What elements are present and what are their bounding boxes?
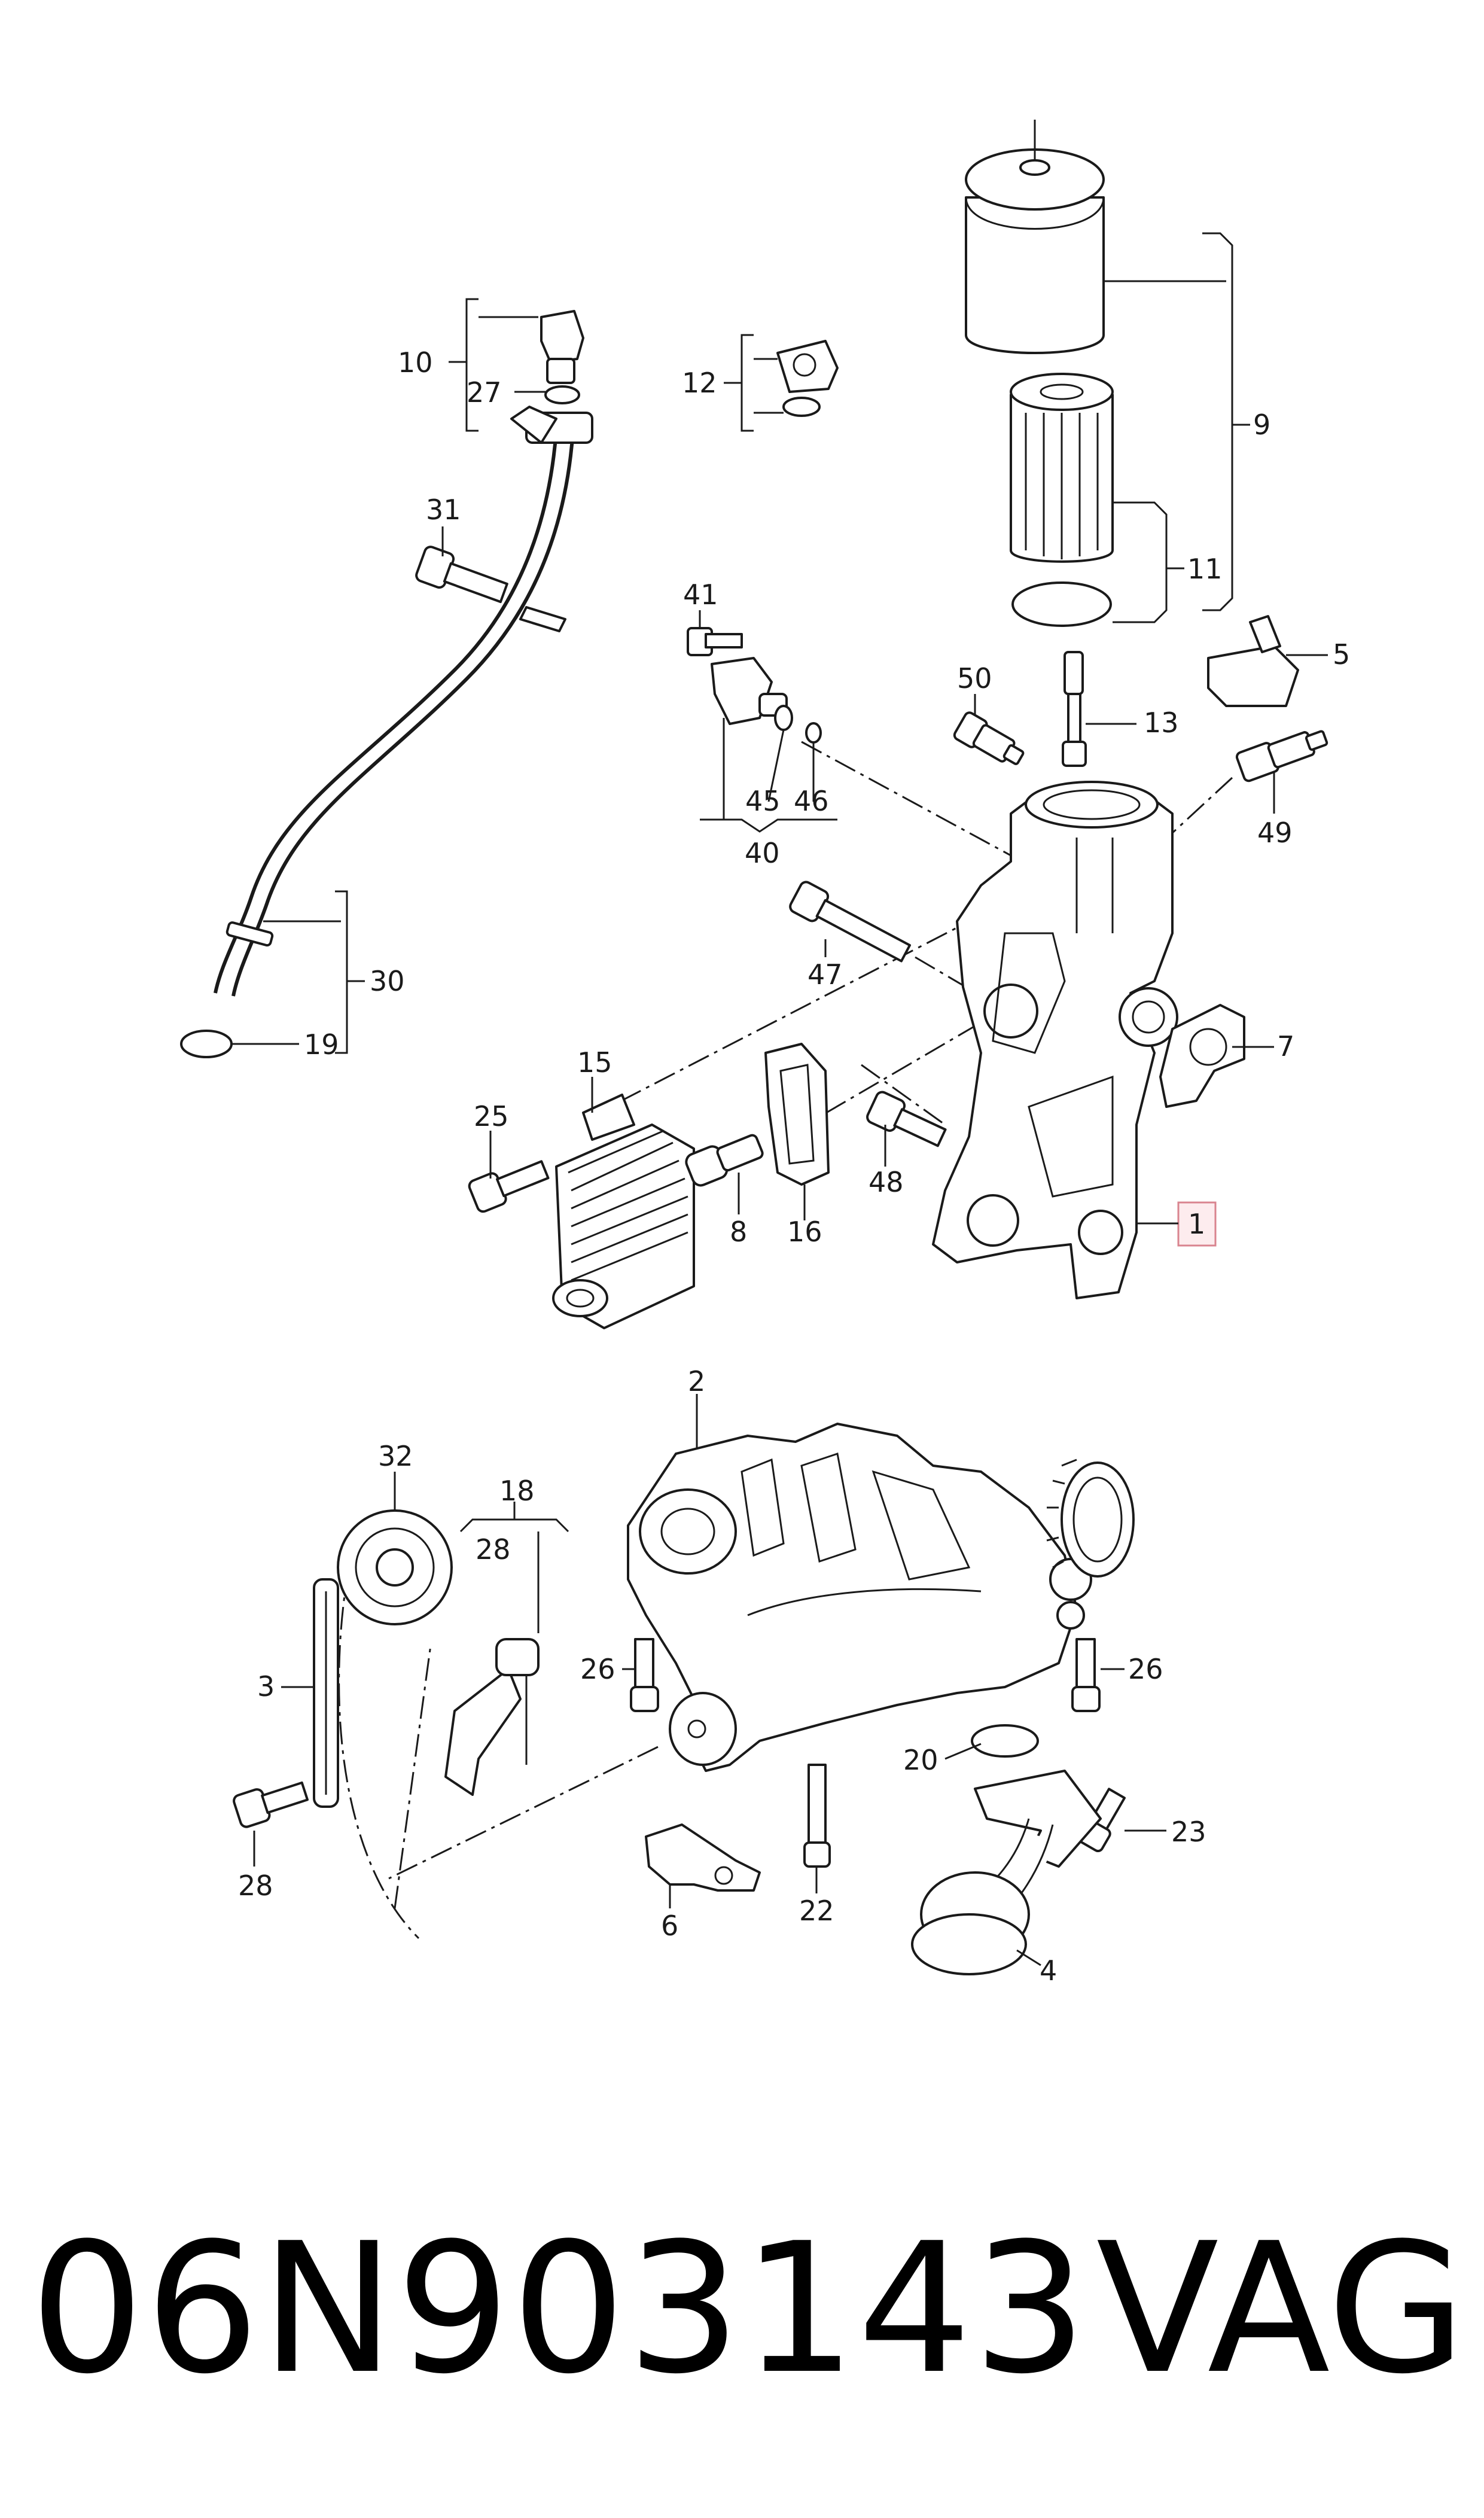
valve-13 xyxy=(1062,651,1087,767)
timing-chain xyxy=(313,1578,339,1808)
callout-16: 16 xyxy=(787,1216,822,1248)
callout-48: 48 xyxy=(869,1166,904,1198)
cap-seal-ring xyxy=(782,397,821,417)
filter-o-ring xyxy=(1011,581,1112,627)
gasket-7 xyxy=(1159,1004,1245,1108)
callout-10: 10 xyxy=(398,346,433,379)
bolt-47 xyxy=(789,881,912,963)
callout-8: 8 xyxy=(730,1216,747,1248)
callout-19: 19 xyxy=(304,1028,339,1061)
callout-labels: 1 2 3 4 5 6 7 8 9 10 11 12 13 15 16 18 1… xyxy=(238,346,1350,1987)
callout-49: 49 xyxy=(1257,817,1293,849)
callout-26-left: 26 xyxy=(580,1653,615,1685)
callout-20: 20 xyxy=(903,1744,938,1776)
sprocket-32 xyxy=(337,1509,453,1625)
dipstick-cap xyxy=(540,310,584,384)
callout-27: 27 xyxy=(467,376,502,409)
callout-23: 23 xyxy=(1171,1816,1206,1848)
oil-filter-can xyxy=(965,120,1105,354)
valve-8 xyxy=(685,1134,764,1187)
footer: 06N903143 VAG xyxy=(0,2202,1484,2441)
bolt-26-left xyxy=(630,1638,659,1712)
bolt-28 xyxy=(233,1781,309,1828)
callout-47: 47 xyxy=(807,958,843,991)
dipstick-seal-ring xyxy=(544,385,580,404)
exploded-parts-diagram: 1 2 3 4 5 6 7 8 9 10 11 12 13 15 16 18 1… xyxy=(180,120,1350,1987)
sensor-5 xyxy=(1207,615,1299,707)
callout-50: 50 xyxy=(957,662,992,695)
bolt-26-right xyxy=(1071,1638,1101,1712)
callout-30: 30 xyxy=(370,965,405,997)
cap-12 xyxy=(776,340,839,393)
chain-tensioner xyxy=(444,1638,540,1796)
callout-5: 5 xyxy=(1333,638,1350,671)
callout-31: 31 xyxy=(426,494,461,526)
oil-pickup-pipe xyxy=(911,1770,1102,1975)
seal-46 xyxy=(805,722,822,744)
bolt-48 xyxy=(866,1091,947,1147)
callout-6: 6 xyxy=(661,1910,678,1942)
leader-lines xyxy=(232,232,1328,1966)
callout-25: 25 xyxy=(474,1100,509,1132)
callout-15: 15 xyxy=(577,1046,613,1079)
tube-o-ring xyxy=(180,1030,233,1058)
callout-12: 12 xyxy=(682,367,717,399)
pressure-switch-49 xyxy=(1235,730,1328,783)
oil-filter-housing xyxy=(932,781,1217,1299)
pressure-switch-50 xyxy=(953,711,1025,765)
callout-32: 32 xyxy=(378,1440,413,1472)
callout-45: 45 xyxy=(745,785,781,817)
dipstick-guide-tube xyxy=(214,406,593,997)
callout-1: 1 xyxy=(1188,1208,1205,1240)
oil-filter-element xyxy=(1010,373,1114,563)
callout-2: 2 xyxy=(688,1365,705,1397)
gasket-16 xyxy=(764,1043,830,1186)
bolt-22 xyxy=(803,1764,831,1868)
callout-46: 46 xyxy=(794,785,829,817)
callout-26-right: 26 xyxy=(1128,1653,1163,1685)
callout-18: 18 xyxy=(499,1475,535,1507)
callout-4: 4 xyxy=(1040,1954,1057,1987)
callout-11: 11 xyxy=(1187,553,1223,585)
seal-20 xyxy=(971,1724,1039,1758)
brand-label: VAG xyxy=(1096,2205,1466,2413)
callout-7: 7 xyxy=(1277,1030,1294,1062)
callout-9: 9 xyxy=(1253,409,1270,441)
oil-cooler xyxy=(552,1094,695,1329)
callout-28-lower: 28 xyxy=(238,1870,273,1902)
bolt-25 xyxy=(468,1160,550,1213)
bolt-31 xyxy=(415,546,508,604)
callout-40: 40 xyxy=(745,837,780,869)
pump-drive-gear xyxy=(1046,1459,1135,1578)
temperature-sender xyxy=(687,627,788,725)
part-number: 06N903143 xyxy=(30,2205,1089,2413)
oil-pump xyxy=(627,1423,1092,1772)
callout-28-upper: 28 xyxy=(476,1533,511,1566)
seal-45 xyxy=(774,705,793,731)
bracket-6 xyxy=(645,1823,761,1892)
callout-13: 13 xyxy=(1144,707,1179,739)
callout-41: 41 xyxy=(683,578,718,611)
callout-3: 3 xyxy=(257,1670,275,1703)
callout-22: 22 xyxy=(799,1895,834,1927)
